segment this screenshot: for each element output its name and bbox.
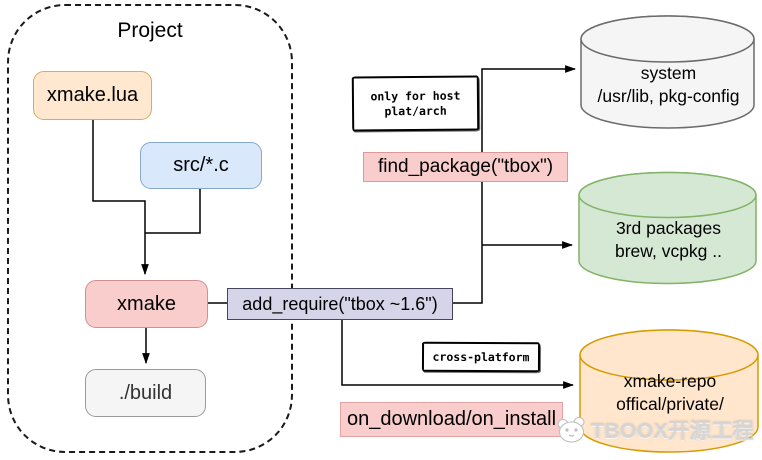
note-cross-platform-text: cross-platform bbox=[432, 349, 530, 364]
store-system-name: system bbox=[640, 63, 697, 83]
project-container bbox=[7, 4, 293, 453]
note-only-for-host-line1: only for host bbox=[370, 88, 461, 103]
label-on-download-install: on_download/on_install bbox=[340, 402, 563, 437]
note-only-for-host-line2: plat/arch bbox=[384, 103, 447, 118]
node-xmake: xmake bbox=[85, 280, 208, 328]
node-build-output-label: ./build bbox=[118, 381, 173, 404]
note-only-for-host: only for host plat/arch bbox=[351, 75, 480, 132]
project-title: Project bbox=[117, 19, 183, 42]
store-third-party-name: 3rd packages bbox=[615, 218, 722, 238]
node-build-output: ./build bbox=[85, 369, 206, 417]
edge-xmakelua-merge bbox=[92, 120, 146, 233]
cylinder-shape-third-party bbox=[578, 171, 757, 285]
label-find-package: find_package("tbox") bbox=[363, 152, 568, 182]
edge-addrequire-system bbox=[453, 65, 577, 304]
label-on-download-install-text: on_download/on_install bbox=[346, 408, 557, 430]
label-add-require: add_require("tbox ~1.6") bbox=[227, 288, 453, 320]
edge-addrequire-repo bbox=[341, 320, 575, 389]
edge-src-merge bbox=[145, 189, 201, 234]
node-src-files-label: src/*.c bbox=[173, 154, 229, 176]
note-cross-platform: cross-platform bbox=[421, 341, 541, 373]
label-add-require-text: add_require("tbox ~1.6") bbox=[242, 293, 438, 314]
node-xmake-lua-label: xmake.lua bbox=[46, 84, 139, 106]
store-xmake-repo-detail: offical/private/ bbox=[616, 394, 724, 414]
node-xmake-lua: xmake.lua bbox=[33, 71, 152, 120]
store-xmake-repo-name: xmake-repo bbox=[623, 371, 717, 391]
node-src-files: src/*.c bbox=[140, 142, 262, 189]
label-find-package-text: find_package("tbox") bbox=[377, 156, 554, 177]
cylinder-shape-xmake-repo bbox=[579, 329, 759, 453]
node-xmake-label: xmake bbox=[117, 292, 176, 315]
store-xmake-repo: xmake-repo offical/private/ bbox=[579, 328, 761, 455]
cylinder-shape-system bbox=[580, 15, 755, 129]
store-system-detail: /usr/lib, pkg-config bbox=[597, 86, 740, 106]
store-third-party-detail: brew, vcpkg .. bbox=[615, 241, 722, 261]
store-system: system /usr/lib, pkg-config bbox=[580, 14, 757, 131]
store-third-party: 3rd packages brew, vcpkg .. bbox=[578, 171, 759, 286]
